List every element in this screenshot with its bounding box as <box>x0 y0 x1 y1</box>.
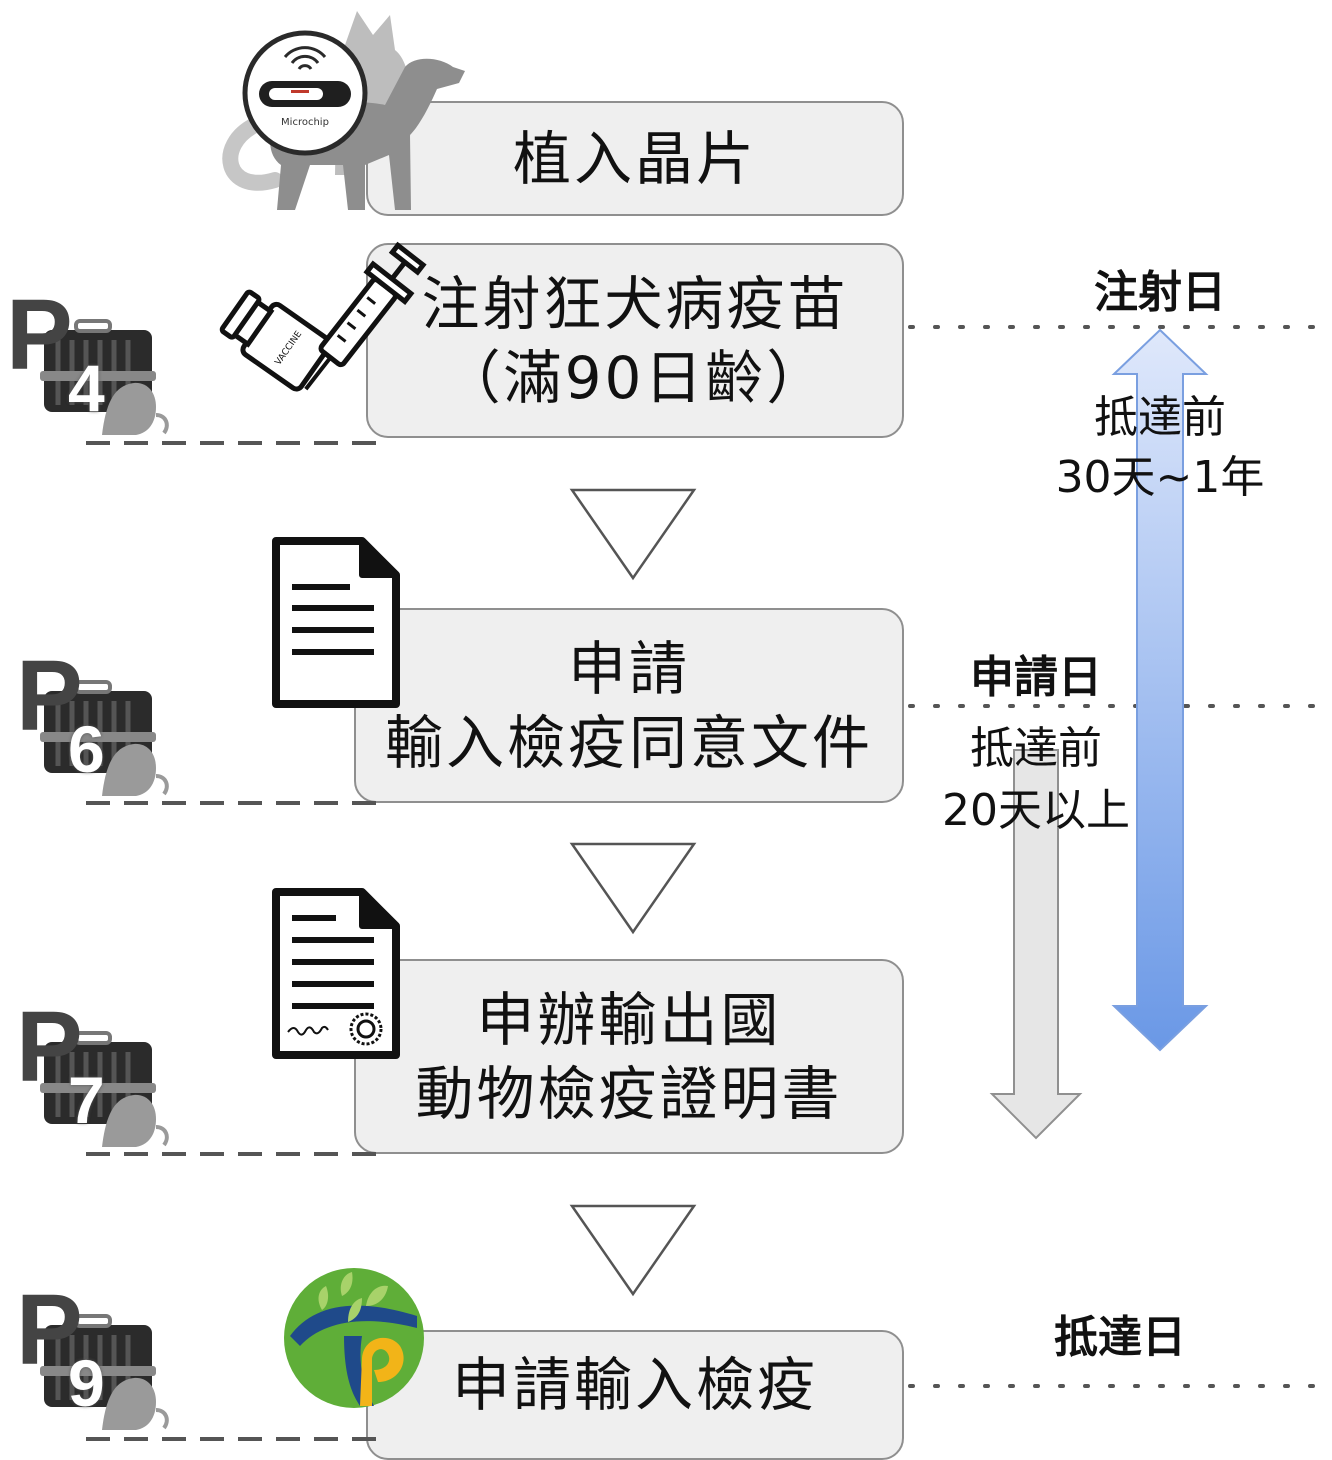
flow-arrow-3 <box>569 1204 697 1297</box>
page-ref-letter: P <box>16 640 83 752</box>
application-window-line1: 抵達前 <box>970 723 1102 774</box>
application-window-text: 抵達前 20天以上 <box>906 718 1166 842</box>
page-ref-letter: P <box>16 991 83 1103</box>
step-import-permit: 申請 輸入檢疫同意文件 <box>354 608 904 803</box>
certificate-icon <box>272 888 400 1059</box>
flow-arrow-2 <box>569 842 697 935</box>
step-rabies-vaccine-note: （滿90日齡） <box>442 343 828 412</box>
page-ref-6-dashes <box>86 801 382 805</box>
page-ref-number: 4 <box>68 351 105 425</box>
page-ref-7: P 7 <box>16 997 196 1167</box>
flow-arrow-1 <box>569 488 697 581</box>
step-microchip-label: 植入晶片 <box>512 124 757 193</box>
vaccine-syringe-icon: VACCINE <box>219 241 427 392</box>
page-ref-number: 6 <box>68 712 105 786</box>
application-day-label: 申請日 <box>970 652 1102 703</box>
page-ref-4-dashes <box>86 441 382 445</box>
injection-window-line2: 30天~1年 <box>1055 452 1265 503</box>
injection-window-text: 抵達前 30天~1年 <box>1030 388 1290 508</box>
page-ref-4: P 4 <box>6 285 186 455</box>
page-ref-9-dashes <box>86 1437 382 1441</box>
step-import-permit-line2: 輸入檢疫同意文件 <box>384 708 873 777</box>
page-ref-letter: P <box>6 279 73 391</box>
page-ref-9: P 9 <box>16 1280 196 1450</box>
pet-carrier-icon <box>40 1031 169 1147</box>
page-ref-letter: P <box>16 1274 83 1386</box>
application-window-line2: 20天以上 <box>942 785 1130 836</box>
pet-carrier-icon <box>40 680 169 796</box>
arrival-day-label: 抵達日 <box>1054 1312 1186 1363</box>
step-microchip: 植入晶片 <box>366 101 904 216</box>
step-export-certificate-line1: 申辦輸出國 <box>476 985 782 1054</box>
injection-day-label: 注射日 <box>1094 267 1226 318</box>
step-export-certificate: 申辦輸出國 動物檢疫證明書 <box>354 959 904 1154</box>
agency-logo <box>284 1268 424 1408</box>
page-ref-number: 9 <box>68 1346 105 1420</box>
pet-carrier-icon <box>40 319 169 435</box>
step-import-permit-line1: 申請 <box>567 634 690 703</box>
page-ref-7-dashes <box>86 1152 382 1156</box>
microchip-pets-illustration: Microchip <box>222 11 465 210</box>
step-export-certificate-line2: 動物檢疫證明書 <box>415 1059 843 1128</box>
step-import-quarantine-label: 申請輸入檢疫 <box>451 1351 818 1419</box>
page-ref-number: 7 <box>68 1063 105 1137</box>
microchip-label: Microchip <box>281 117 329 128</box>
injection-window-line1: 抵達前 <box>1094 392 1226 443</box>
document-icon <box>272 537 400 708</box>
page-ref-6: P 6 <box>16 646 196 816</box>
step-rabies-vaccine-label: 注射狂犬病疫苗 <box>421 269 849 338</box>
step-rabies-vaccine: 注射狂犬病疫苗 （滿90日齡） <box>366 243 904 438</box>
step-import-quarantine: 申請輸入檢疫 <box>366 1330 904 1460</box>
pet-carrier-icon <box>40 1314 169 1430</box>
